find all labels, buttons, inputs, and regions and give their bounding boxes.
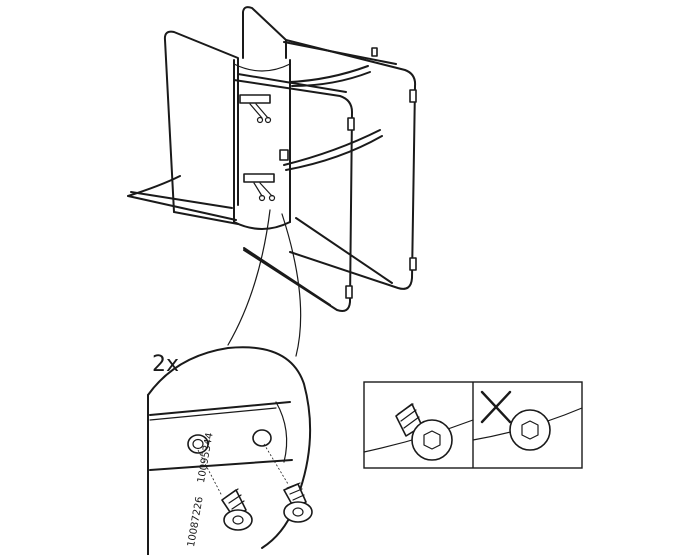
bolt-flush-icon (363, 403, 474, 461)
quantity-label: 2x (152, 352, 180, 377)
bolt-fit-comparison (363, 381, 583, 469)
chair-frame (127, 6, 417, 312)
bolt-not-flush-cross-icon (472, 390, 583, 451)
bolt-right (283, 482, 313, 523)
callout-leader (227, 209, 302, 357)
bolt-left (221, 488, 253, 531)
zoom-detail (147, 346, 313, 555)
